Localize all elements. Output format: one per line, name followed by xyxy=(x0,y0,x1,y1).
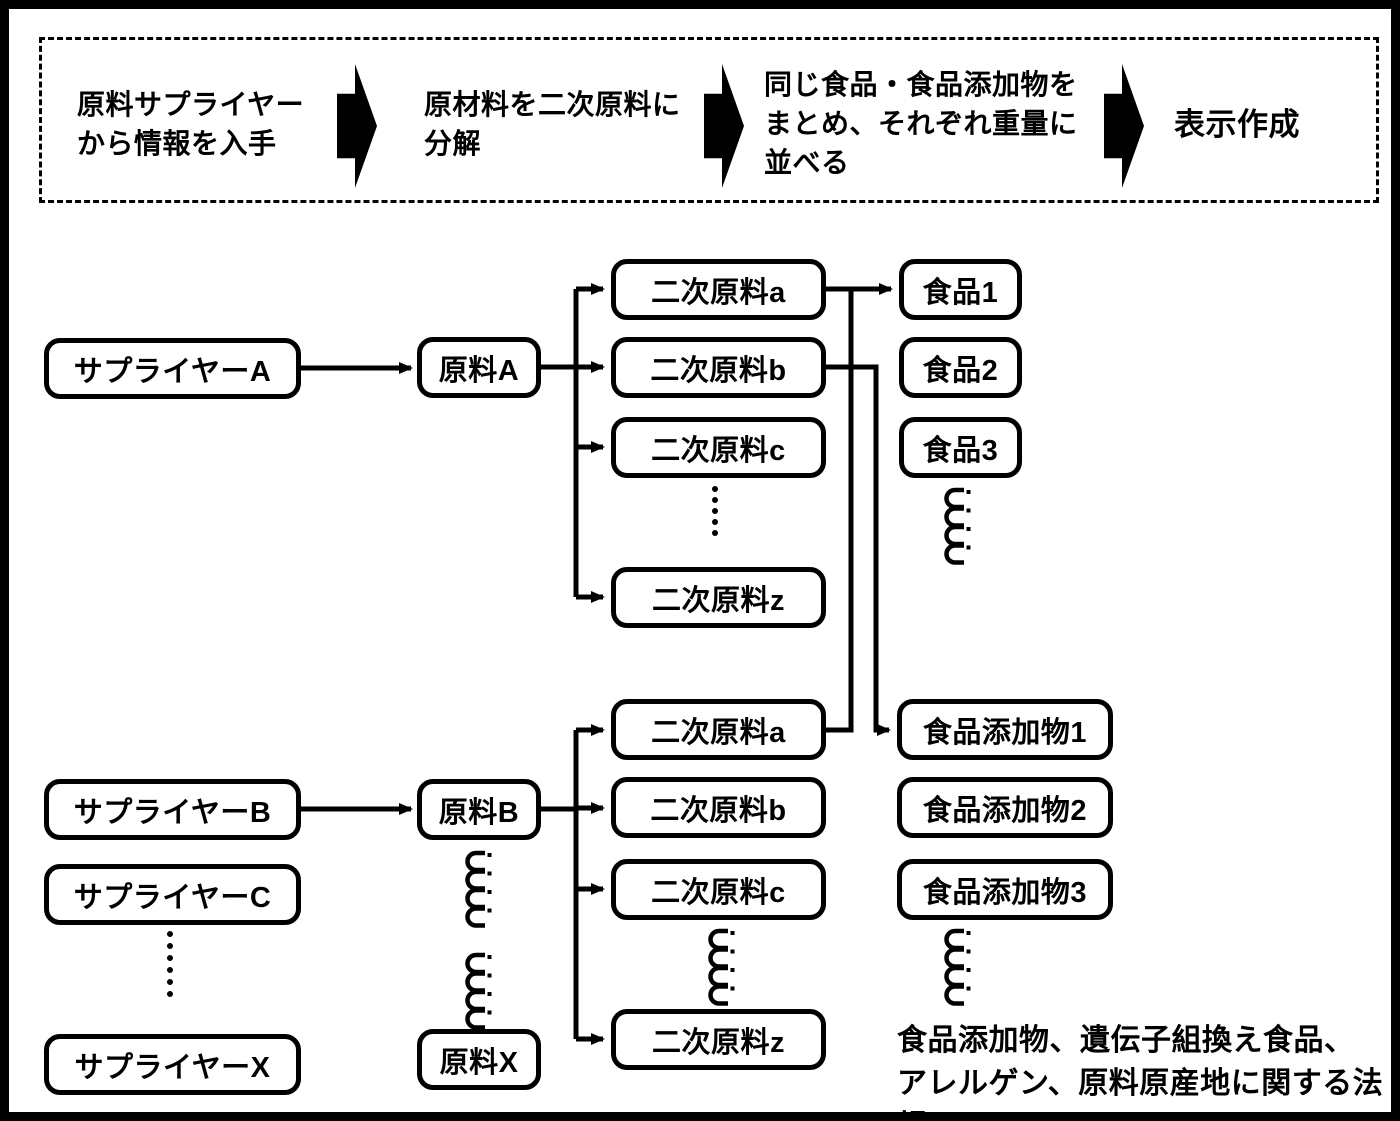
node-material-a: 原料A xyxy=(417,337,541,398)
node-supplier-c: サプライヤーC xyxy=(44,864,301,925)
break-squiggle-icon xyxy=(944,928,971,1006)
break-squiggle-icon xyxy=(944,487,971,565)
node-supplier-b: サプライヤーB xyxy=(44,779,301,840)
node-material-b: 原料B xyxy=(417,779,541,840)
node-food-1: 食品1 xyxy=(899,259,1022,320)
vertical-ellipsis-icon xyxy=(167,931,173,997)
process-arrow-icon xyxy=(337,64,377,188)
node-additive-2: 食品添加物2 xyxy=(897,777,1113,838)
node-secondary-b1: 二次原料b xyxy=(611,337,826,398)
vertical-ellipsis-icon xyxy=(712,486,718,536)
node-food-2: 食品2 xyxy=(899,337,1022,398)
regulation-note: 食品添加物、遺伝子組換え食品、 アレルゲン、原料原産地に関する法規 xyxy=(897,1024,1384,1112)
node-food-3: 食品3 xyxy=(899,417,1022,478)
node-secondary-z1: 二次原料z xyxy=(611,567,826,628)
process-arrow-icon xyxy=(704,64,744,188)
process-banner: 原料サプライヤー から情報を入手 原材料を二次原料に 分解 同じ食品・食品添加物… xyxy=(39,37,1379,203)
node-additive-3: 食品添加物3 xyxy=(897,859,1113,920)
node-supplier-x: サプライヤーX xyxy=(44,1034,301,1095)
process-step-1-label: 原料サプライヤー から情報を入手 xyxy=(77,89,305,159)
break-squiggle-icon xyxy=(465,952,492,1030)
node-secondary-a1: 二次原料a xyxy=(611,259,826,320)
process-step-2-label: 原材料を二次原料に 分解 xyxy=(424,89,681,159)
node-secondary-a2: 二次原料a xyxy=(611,699,826,760)
node-secondary-z2: 二次原料z xyxy=(611,1009,826,1070)
node-secondary-c2: 二次原料c xyxy=(611,859,826,920)
break-squiggle-icon xyxy=(708,928,735,1006)
node-secondary-c1: 二次原料c xyxy=(611,417,826,478)
process-arrow-icon xyxy=(1104,64,1144,188)
node-supplier-a: サプライヤーA xyxy=(44,338,301,399)
node-additive-1: 食品添加物1 xyxy=(897,699,1113,760)
break-squiggle-icon xyxy=(465,850,492,928)
process-step-4-label: 表示作成 xyxy=(1174,107,1300,142)
process-step-3-label: 同じ食品・食品添加物を まとめ、それぞれ重量に 並べる xyxy=(764,69,1078,178)
node-secondary-b2: 二次原料b xyxy=(611,777,826,838)
node-material-x: 原料X xyxy=(417,1029,541,1090)
